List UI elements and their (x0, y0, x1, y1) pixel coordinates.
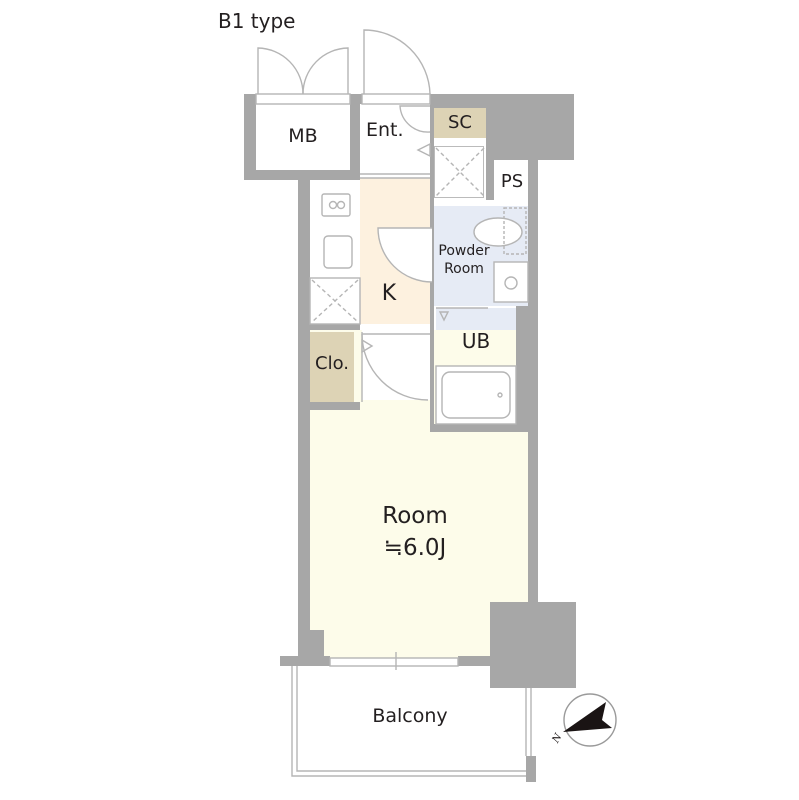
hall-floor (362, 330, 432, 400)
plan-title: B1 type (218, 9, 296, 33)
mb-door-left-swing (257, 47, 304, 95)
label-kitchen: K (381, 281, 397, 306)
label-pipe-space: PS (500, 171, 524, 192)
sink-icon (323, 235, 353, 269)
label-entrance: Ent. (366, 119, 404, 141)
north-arrow-icon: N (550, 693, 617, 747)
wall-right-main (528, 160, 538, 604)
powder-door-swing (377, 227, 433, 283)
balcony-post (526, 756, 536, 782)
wall-bath-bottom (430, 424, 530, 432)
stove-icon (321, 193, 351, 217)
wall-ps-left (486, 138, 494, 200)
svg-text:N: N (550, 731, 565, 746)
wall-bottom-left (280, 656, 330, 666)
wall-bottom-right (458, 656, 498, 666)
mb-door-sill (255, 93, 351, 105)
label-balcony: Balcony (372, 705, 448, 727)
balcony-railing (291, 666, 526, 777)
closet-floor (310, 332, 354, 404)
mb-door-right-swing (302, 47, 349, 95)
label-shoe-closet: SC (448, 112, 472, 133)
label-powder-room-1: Powder (438, 243, 490, 259)
label-closet: Clo. (315, 353, 349, 374)
bathtub-icon (441, 371, 511, 419)
balcony-window (329, 657, 459, 667)
label-mb: MB (288, 125, 318, 147)
label-powder-room-2: Room (444, 261, 484, 277)
toilet-icon (473, 217, 523, 247)
room-door-swing (361, 333, 430, 401)
shoe-closet-floor (434, 108, 486, 138)
entrance-door-sill (361, 93, 431, 105)
wall-bath-right (516, 306, 528, 432)
mb-floor (256, 104, 350, 170)
balcony-floor (292, 666, 526, 776)
label-room-size: ≒6.0J (383, 535, 447, 561)
wall-right-upper-block (486, 94, 574, 160)
wall-corner-bottom-left (310, 630, 324, 660)
wall-closet-bottom (310, 402, 360, 410)
wall-kitchen-bottom (310, 322, 360, 330)
wall-left-main (298, 170, 310, 660)
label-unit-bath: UB (461, 329, 491, 353)
column-bottom-right (490, 602, 576, 688)
entrance-door-swing (363, 29, 431, 95)
label-room-name: Room (382, 503, 448, 529)
wall-mb-right (350, 94, 360, 180)
basin-icon (504, 276, 518, 290)
wall-mb-left (244, 94, 256, 180)
pipe-space-floor (494, 164, 530, 200)
entrance-floor (360, 104, 430, 176)
